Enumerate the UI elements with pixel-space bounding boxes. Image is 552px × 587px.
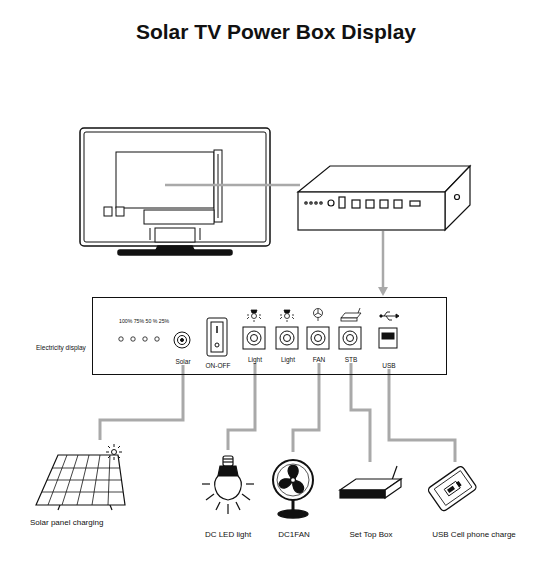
port-label-box: USB — [377, 315, 401, 369]
usb-port — [379, 328, 397, 348]
port-label: FAN — [307, 356, 331, 363]
port-label: USB — [377, 362, 401, 369]
device-set-top-box: Set Top Box — [336, 462, 406, 540]
solar-socket — [174, 332, 190, 348]
fan-illustration — [273, 460, 313, 518]
device-led-light: DC LED light — [196, 450, 260, 540]
device-fan: DC1FAN — [268, 452, 320, 540]
led-bulb-illustration — [202, 456, 254, 514]
device-caption: Set Top Box — [336, 531, 406, 540]
annotation-label: Electricity display — [36, 344, 86, 351]
port-label: ON-OFF — [202, 362, 234, 369]
solar-panel-illustration — [36, 455, 125, 510]
port-label-box: Solar — [169, 329, 197, 365]
front-panel: 100% 75% 50 % 25% SolarON-OFF Light Light FA… — [92, 297, 447, 375]
connector-wire — [228, 363, 255, 450]
port-label-box: Light — [243, 307, 267, 363]
sun-symbol — [106, 444, 122, 460]
device-caption: USB Cell phone charge — [418, 531, 530, 540]
port-label: Light — [276, 356, 300, 363]
power-switch — [207, 318, 227, 356]
device-solar-panel: Solar panel charging — [30, 440, 142, 528]
tv-illustration — [80, 128, 270, 255]
connector-wire — [351, 363, 370, 462]
arrow-head — [378, 287, 388, 296]
power-box-illustration — [298, 166, 470, 230]
device-phone: USB Cell phone charge — [418, 462, 530, 540]
device-caption: DC1FAN — [268, 531, 320, 540]
port-icon — [247, 308, 399, 322]
port-label: STB — [339, 356, 363, 363]
connector-wire — [293, 363, 319, 452]
connector-wire — [100, 365, 183, 440]
switch-label-box: ON-OFF — [202, 317, 234, 369]
port-label-box: Light — [276, 307, 300, 363]
leader-line — [165, 185, 383, 288]
device-caption: DC LED light — [196, 531, 260, 540]
phone-illustration — [427, 465, 477, 512]
battery-level-text: 100% 75% 50 % 25% — [119, 319, 169, 325]
set-top-box-illustration — [340, 466, 401, 498]
port-label-box: STB — [339, 307, 363, 363]
device-caption: Solar panel charging — [30, 519, 142, 528]
dc-port — [243, 327, 361, 349]
port-label: Solar — [169, 358, 197, 365]
port-label-box: FAN — [307, 307, 331, 363]
title: Solar TV Power Box Display — [0, 20, 552, 44]
indicator-dots — [119, 337, 159, 341]
connector-wire — [389, 369, 455, 462]
port-label: Light — [243, 356, 267, 363]
